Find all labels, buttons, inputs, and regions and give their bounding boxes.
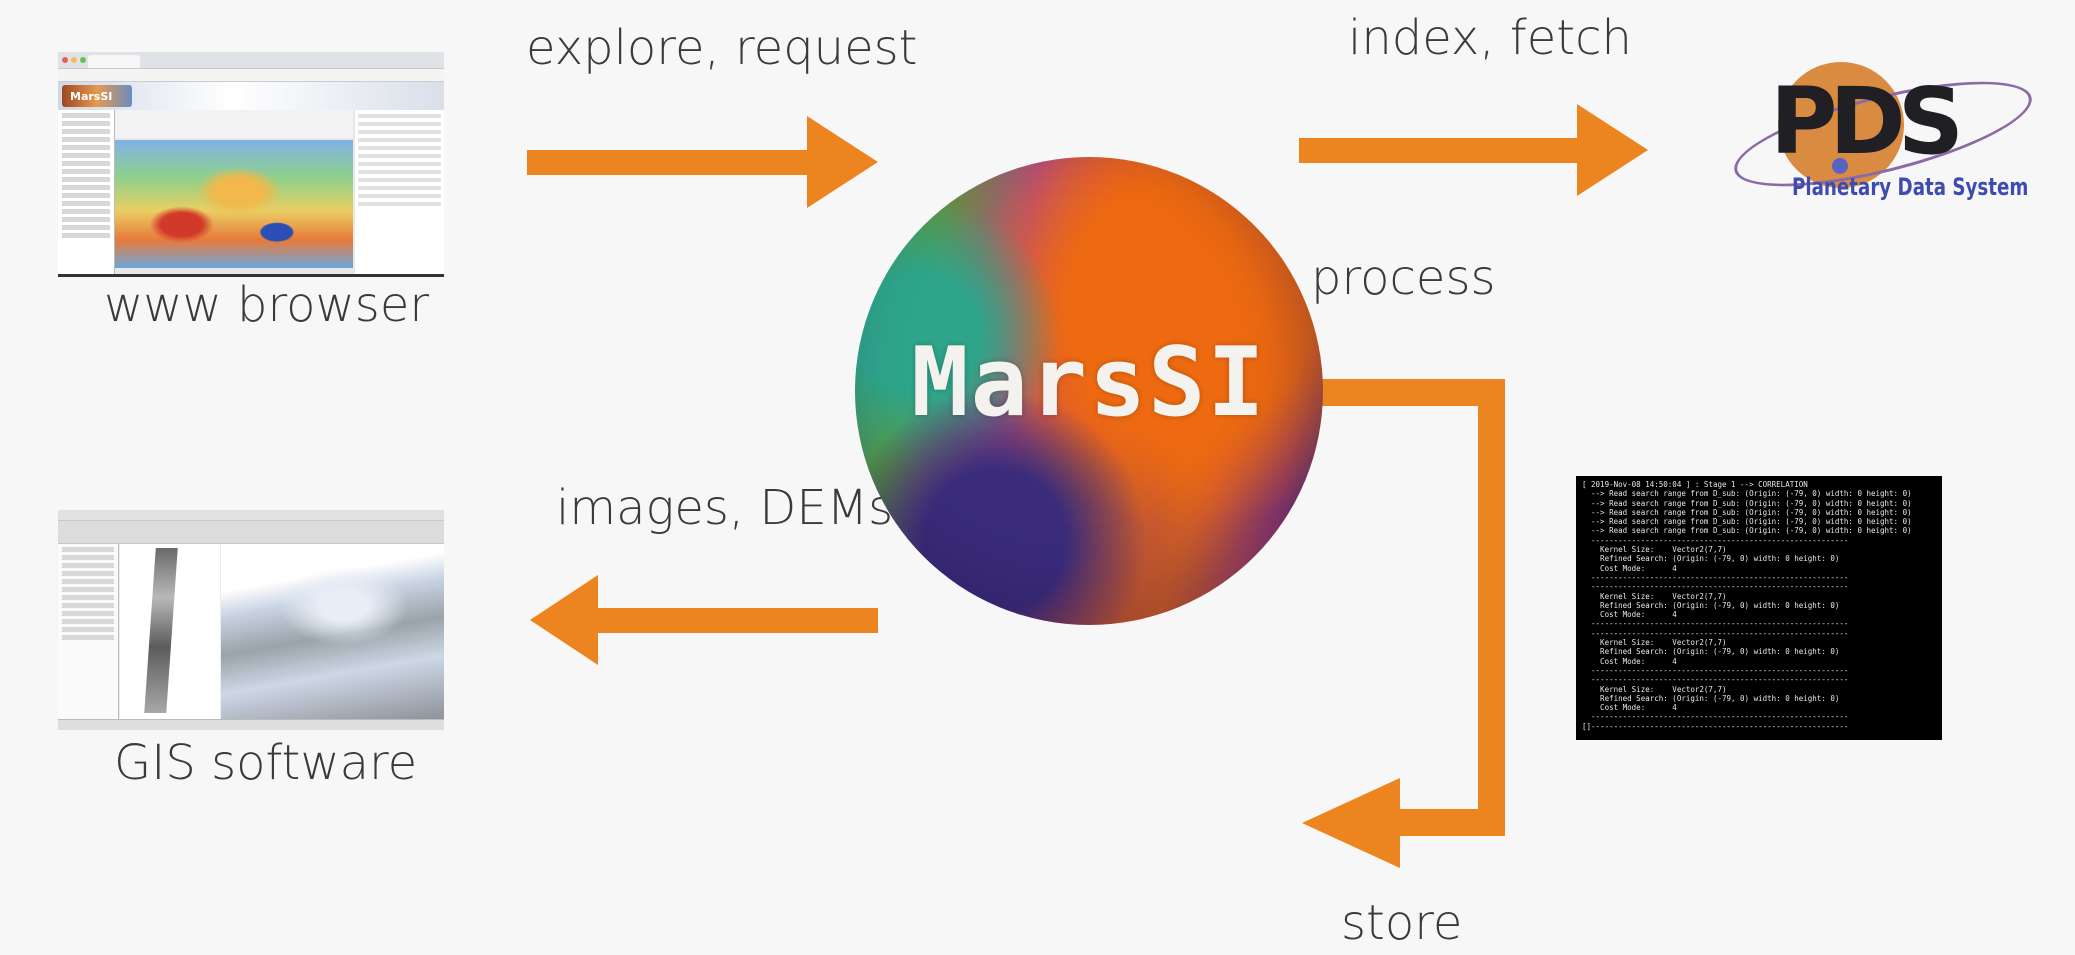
minimize-dot-icon [71,57,77,63]
browser-banner: MarsSI [58,82,444,110]
marssi-logo-text: MarsSI [70,90,113,103]
terminal-line: --> Read search range from D_sub: (Origi… [1582,489,1912,499]
terminal-line: ----------------------------------------… [1582,628,1849,638]
gis-status-bar [58,719,444,730]
browser-results-table [355,110,444,274]
mars-map-thumbnail [115,140,353,268]
gis-3d-terrain-view [221,544,444,720]
browser-tab [88,55,140,68]
close-dot-icon [62,57,68,63]
image-strip [144,548,178,713]
terminal-output: [ 2019-Nov-08 14:50:04 ] : Stage 1 --> C… [1576,476,1942,740]
explore-arrow [527,116,878,208]
browser-map-toolbar [115,110,353,138]
terminal-line: --> Read search range from D_sub: (Origi… [1582,507,1912,517]
terminal-line: []--------------------------------------… [1582,721,1849,731]
marssi-title: MarsSI [911,328,1267,438]
store-label: store [1341,895,1463,951]
www-browser-label: www browser [104,277,430,333]
store-arrow [1302,379,1505,868]
terminal-line: ----------------------------------------… [1582,619,1849,629]
terminal-line: [ 2019-Nov-08 14:50:04 ] : Stage 1 --> C… [1582,480,1808,489]
browser-screenshot: MarsSI [58,52,444,277]
browser-sidebar [58,110,115,274]
index-fetch-label: index, fetch [1348,10,1632,66]
terminal-line: ----------------------------------------… [1582,572,1849,582]
browser-url-bar [58,69,444,82]
terminal-line: ----------------------------------------… [1582,665,1849,675]
terminal-line: --> Read search range from D_sub: (Origi… [1582,498,1912,508]
gis-toolbar [58,521,444,544]
maximize-dot-icon [80,57,86,63]
terminal-line: Refined Search: (Origin: (-79, 0) width:… [1582,647,1840,657]
terminal-line: ----------------------------------------… [1582,582,1849,592]
marssi-logo-thumbnail: MarsSI [62,85,132,107]
terminal-line: Kernel Size: Vector2(7,7) [1582,684,1727,694]
pds-logo-moon-icon [1832,158,1848,174]
gis-screenshot [58,510,444,730]
explore-request-label: explore, request [526,20,918,76]
terminal-line: ----------------------------------------… [1582,675,1849,685]
pds-logo-letters: PDS [1770,68,1964,175]
terminal-line: ----------------------------------------… [1582,712,1849,722]
pds-logo: PDS Planetary Data System [1725,58,2041,208]
process-label: process [1311,250,1496,306]
mars-globe [855,157,1323,625]
gis-software-label: GIS software [114,735,418,791]
gis-image-strip-panel [120,544,220,720]
terminal-line: --> Read search range from D_sub: (Origi… [1582,526,1912,536]
images-arrow [530,575,878,665]
terminal-line: Refined Search: (Origin: (-79, 0) width:… [1582,600,1840,610]
index-arrow [1299,104,1648,196]
browser-chrome [58,52,444,69]
gis-layers-panel [58,544,119,720]
terminal-line: ----------------------------------------… [1582,535,1849,545]
terminal-line: Refined Search: (Origin: (-79, 0) width:… [1582,554,1840,564]
terminal-line: Cost Mode: 4 [1582,610,1677,620]
pds-logo-subtitle: Planetary Data System [1792,173,2029,201]
terminal-line: Kernel Size: Vector2(7,7) [1582,591,1727,601]
terminal-line: Cost Mode: 4 [1582,703,1677,713]
images-dems-label: images, DEMs [556,480,894,536]
terminal-line: Kernel Size: Vector2(7,7) [1582,545,1727,555]
terminal-line: Cost Mode: 4 [1582,656,1677,666]
terminal-line: Cost Mode: 4 [1582,563,1677,573]
terminal-line: --> Read search range from D_sub: (Origi… [1582,517,1912,527]
gis-title-bar [58,510,444,521]
terminal-line: Kernel Size: Vector2(7,7) [1582,638,1727,648]
terminal-line: Refined Search: (Origin: (-79, 0) width:… [1582,693,1840,703]
browser-body [58,110,444,274]
